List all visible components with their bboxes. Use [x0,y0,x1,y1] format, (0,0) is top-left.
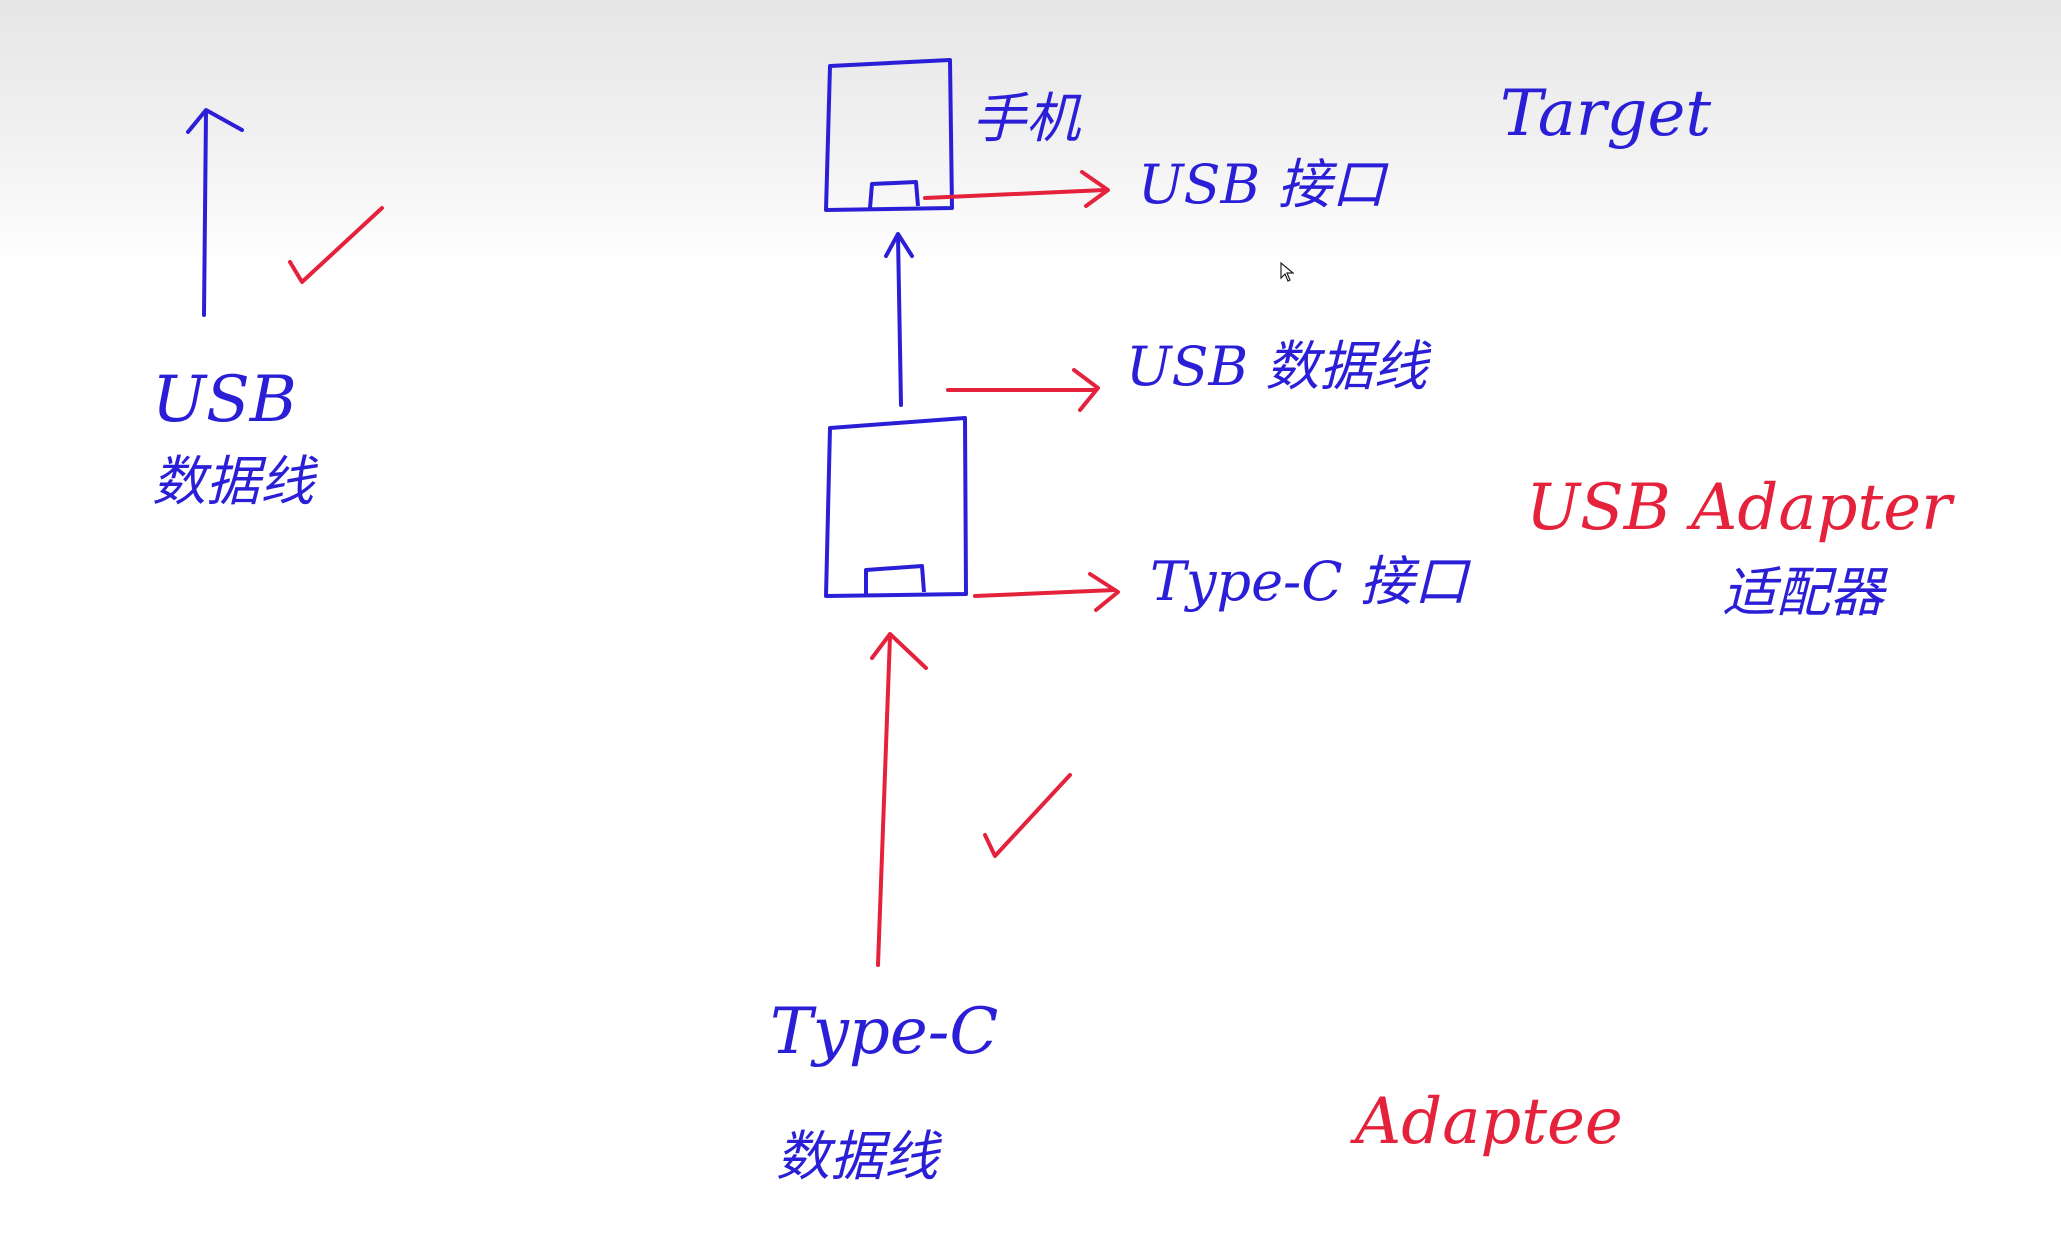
usb-line-arrow [186,108,244,317]
type-c-line-arrow [870,632,928,967]
usb-port-label: USB 接口 [1138,153,1386,216]
adapter-box [824,416,968,598]
adaptee-label: Adaptee [1355,1085,1623,1159]
adapter-cn-label: 适配器 [1722,561,1884,624]
checkmark-icon [983,773,1072,858]
data-line-label-left: 数据线 [152,450,314,513]
cursor-arrow-icon [1280,262,1294,282]
usb-label-left: USB [152,363,297,437]
usb-port-arrow [923,170,1110,208]
type-c-data-line-label: 数据线 [776,1125,938,1188]
usb-adapter-label: USB Adapter [1526,471,1952,545]
checkmark-icon [288,206,384,284]
phone-box [824,58,954,212]
target-label: Target [1500,77,1712,151]
usb-line-pointer-arrow [946,368,1100,412]
usb-data-line-label: USB 数据线 [1126,335,1428,398]
type-c-port-arrow [973,572,1120,612]
phone-label: 手机 [972,87,1080,150]
type-c-label: Type-C [770,995,999,1069]
connect-arrow [884,232,914,407]
type-c-port-label: Type-C 接口 [1150,550,1468,613]
